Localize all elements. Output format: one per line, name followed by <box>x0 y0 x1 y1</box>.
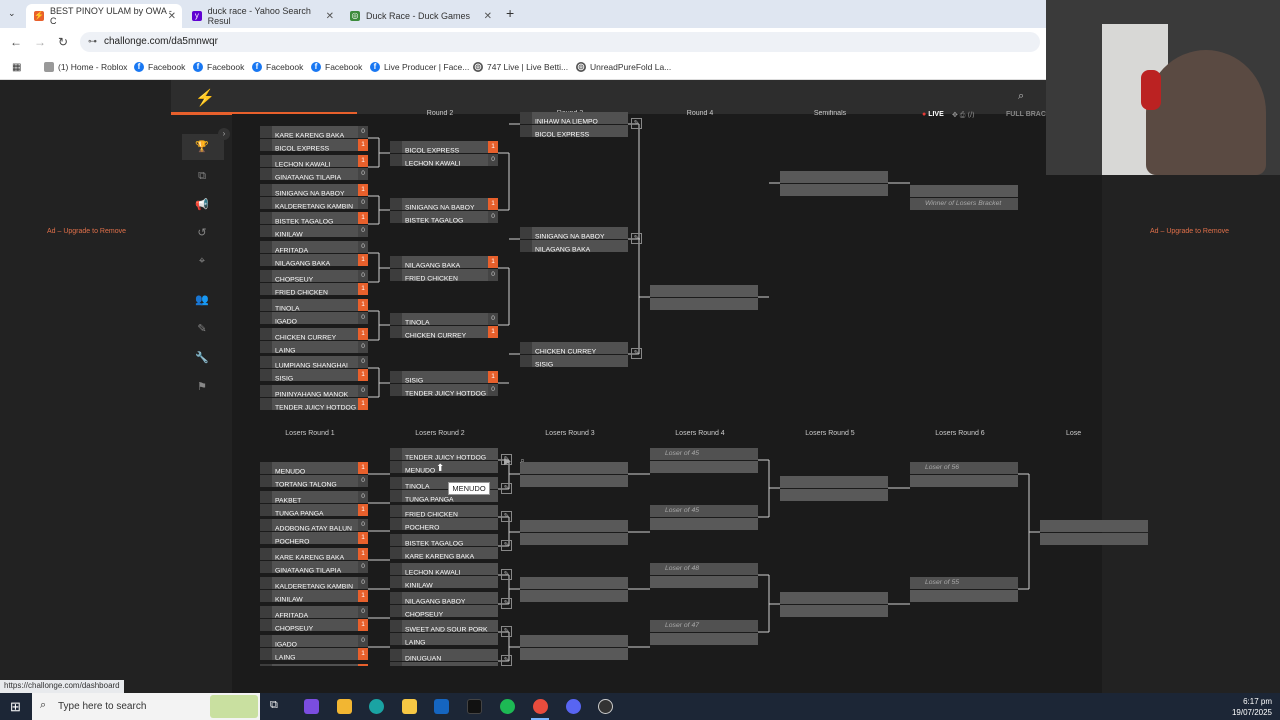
facebook-icon: f <box>252 62 262 72</box>
facebook-icon: f <box>370 62 380 72</box>
copilot-icon[interactable] <box>304 699 319 714</box>
location-icon[interactable]: ⌖ <box>198 255 206 267</box>
search-icon: ⌕ <box>40 699 47 711</box>
close-tab-icon[interactable]: ✕ <box>483 10 492 22</box>
yahoo-favicon-icon: y <box>192 11 202 21</box>
store-icon[interactable] <box>337 699 352 714</box>
ad-left[interactable]: Ad – Upgrade to Remove <box>47 228 126 235</box>
file-explorer-icon[interactable] <box>402 699 417 714</box>
bracket-canvas <box>232 114 1102 693</box>
globe-favicon-icon: ◎ <box>350 11 360 21</box>
url-field[interactable]: ⊶ challonge.com/da5mnwqr <box>80 32 1040 52</box>
site-info-icon[interactable]: ⊶ <box>88 36 97 46</box>
active-app-underline <box>531 718 549 720</box>
clock-time: 6:17 pm <box>1243 697 1272 706</box>
globe-icon: ◎ <box>576 62 586 72</box>
discord-icon[interactable] <box>566 699 581 714</box>
obs-icon[interactable] <box>598 699 613 714</box>
outlook-icon[interactable] <box>434 699 449 714</box>
webcam-person <box>1146 50 1266 175</box>
status-bar-url: https://challonge.com/dashboard <box>0 680 124 693</box>
windows-start-icon[interactable]: ⊞ <box>10 699 21 714</box>
tiktok-icon[interactable] <box>467 699 482 714</box>
search-icon[interactable]: ⌕ <box>1018 90 1025 102</box>
sidebar-collapse-icon[interactable]: › <box>218 128 230 140</box>
edit-icon[interactable]: ✎ <box>197 323 207 335</box>
apps-grid-icon[interactable]: ▦ <box>12 62 22 73</box>
challonge-favicon-icon: ⚡ <box>34 11 44 21</box>
history-icon[interactable]: ↺ <box>197 227 207 239</box>
webcam-headphones <box>1141 70 1161 110</box>
challonge-logo-icon[interactable]: ⚡ <box>195 90 215 107</box>
spotify-icon[interactable] <box>500 699 515 714</box>
close-tab-icon[interactable]: ✕ <box>167 10 176 22</box>
back-icon[interactable]: ← <box>10 35 22 49</box>
participants-icon[interactable]: 👥 <box>195 294 209 306</box>
bookmark-747-live[interactable]: ◎747 Live | Live Betti... <box>473 62 569 72</box>
close-tab-icon[interactable]: ✕ <box>325 10 334 22</box>
megaphone-icon[interactable]: 📢 <box>195 199 209 211</box>
facebook-icon: f <box>311 62 321 72</box>
bracket-sidebar: 🏆 ⧉ 📢 ↺ ⌖ 👥 ✎ 🔧 ⚑ <box>182 118 224 438</box>
taskbar-search-input[interactable]: ⌕ Type here to search <box>32 693 260 720</box>
facebook-icon: f <box>193 62 203 72</box>
forward-icon[interactable]: → <box>34 35 46 49</box>
task-view-icon[interactable]: ⧉ <box>270 699 278 711</box>
ad-right[interactable]: Ad – Upgrade to Remove <box>1150 228 1229 235</box>
roblox-icon <box>44 62 54 72</box>
tab-yahoo[interactable]: y duck race - Yahoo Search Resul✕ <box>184 4 340 28</box>
sidebar-active-bg <box>182 134 224 160</box>
bookmark-roblox[interactable]: (1) Home - Roblox <box>44 62 127 72</box>
webcam-overlay <box>1046 0 1280 175</box>
reload-icon[interactable]: ↻ <box>58 35 69 49</box>
bracket-icon[interactable]: ⧉ <box>198 170 206 182</box>
new-tab-button[interactable]: + <box>506 5 515 21</box>
chrome-icon[interactable] <box>533 699 548 714</box>
clock-date: 19/07/2025 <box>1231 708 1272 717</box>
settings-wrench-icon[interactable]: 🔧 <box>195 352 209 364</box>
flag-icon[interactable]: ⚑ <box>197 381 207 393</box>
app-header: ⚡ ⌕ <box>171 80 1046 115</box>
windows-taskbar: ⊞ ⌕ Type here to search ⧉ 6:17 pm 19/07/… <box>0 693 1280 720</box>
header-orange-underline <box>171 112 357 115</box>
participant-tooltip: MENUDO <box>448 482 490 495</box>
bookmark-unreadpurefold[interactable]: ◎UnreadPureFold La... <box>576 62 672 72</box>
tab-duck-race[interactable]: ◎ Duck Race - Duck Games✕ <box>350 10 492 22</box>
edge-icon[interactable] <box>369 699 384 714</box>
tab-list-chevron-icon[interactable]: ⌄ <box>8 8 16 18</box>
trophy-icon[interactable]: 🏆 <box>195 141 209 153</box>
taskbar-clock[interactable]: 6:17 pm 19/07/2025 <box>1232 696 1272 718</box>
globe-icon: ◎ <box>473 62 483 72</box>
tab-challonge[interactable]: ⚡ BEST PINOY ULAM by OWA - C✕ <box>26 4 182 28</box>
search-highlight-image <box>210 695 258 718</box>
facebook-icon: f <box>134 62 144 72</box>
